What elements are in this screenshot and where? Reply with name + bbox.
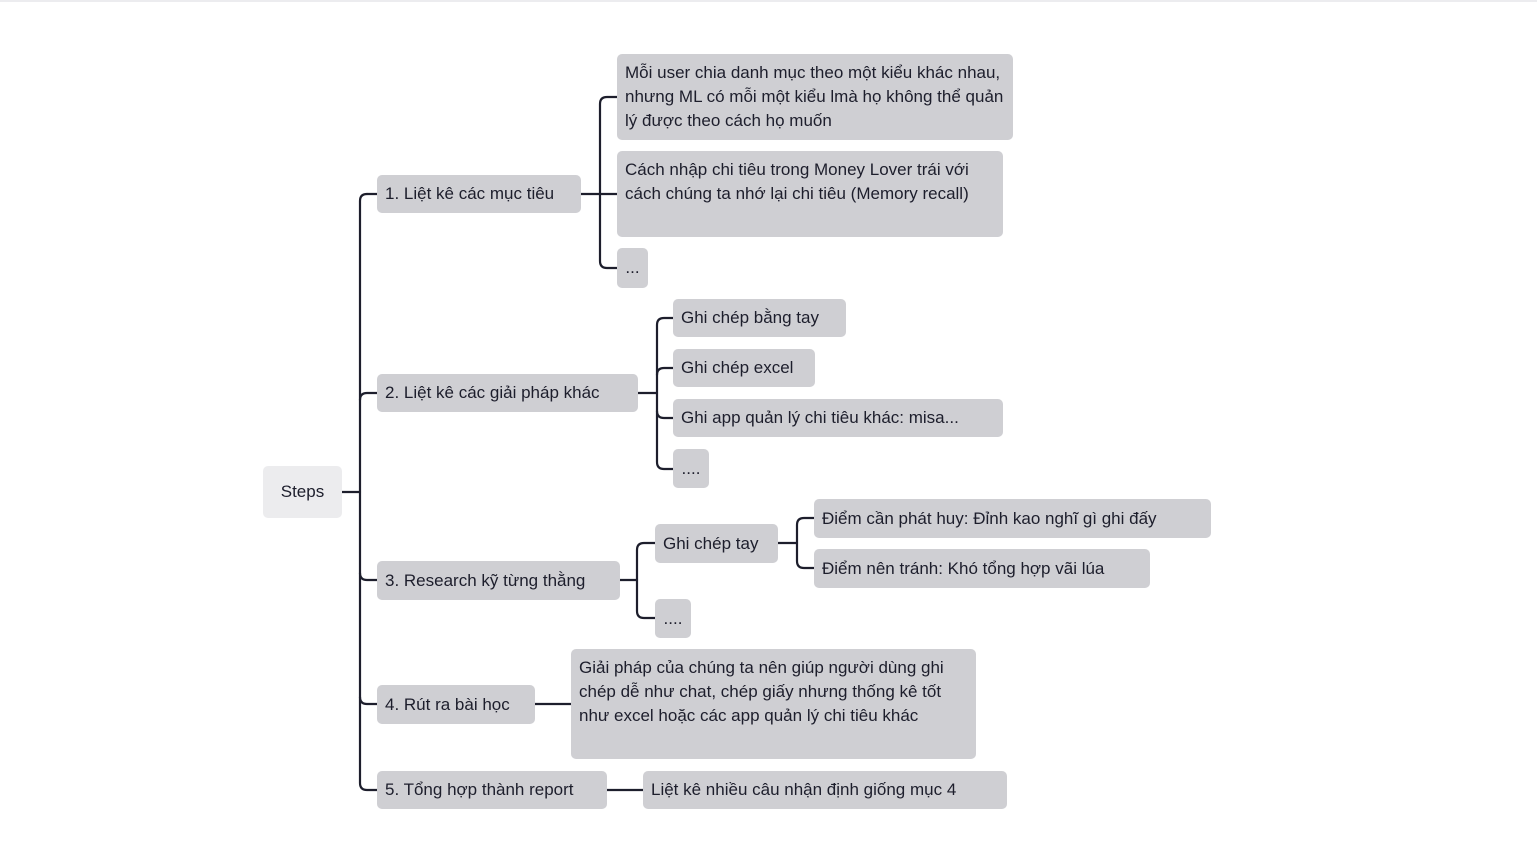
connector-step1-trunk (598, 95, 619, 270)
node-step1-child1-label: Mỗi user chia danh mục theo một kiểu khá… (625, 63, 1004, 130)
node-step2-child4-label: .... (681, 458, 701, 478)
connector-trunk-main (358, 192, 379, 792)
node-step3-child1[interactable]: Ghi chép tay (655, 524, 778, 563)
connector-step2-trunk (655, 316, 675, 471)
node-step4-child1-label: Giải pháp của chúng ta nên giúp người dù… (579, 658, 944, 725)
node-step3[interactable]: 3. Research kỹ từng thằng (377, 561, 620, 600)
node-step1-label: 1. Liệt kê các mục tiêu (385, 184, 555, 203)
node-step2-child2-label: Ghi chép excel (681, 358, 794, 377)
node-step5-child1[interactable]: Liệt kê nhiều câu nhận định giống mục 4 (643, 771, 1007, 809)
node-step1[interactable]: 1. Liệt kê các mục tiêu (377, 175, 581, 213)
node-step2-child1[interactable]: Ghi chép bằng tay (673, 299, 846, 337)
top-divider (0, 0, 1537, 2)
connector-step3-trunk (635, 541, 657, 620)
node-step4[interactable]: 4. Rút ra bài học (377, 685, 535, 724)
connector-to-step3 (358, 571, 379, 582)
node-step2[interactable]: 2. Liệt kê các giải pháp khác (377, 374, 638, 412)
connector-to-step2 (358, 391, 379, 402)
node-step3-grandchild2[interactable]: Điểm nên tránh: Khó tổng hợp vãi lúa (814, 549, 1150, 588)
root-node-steps[interactable]: Steps (263, 466, 342, 518)
node-step1-child1[interactable]: Mỗi user chia danh mục theo một kiểu khá… (617, 54, 1013, 140)
connector-to-step4 (358, 695, 379, 706)
node-step1-child3[interactable]: ... (617, 248, 648, 288)
node-step3-grandchild1[interactable]: Điểm cần phát huy: Đỉnh kao nghĩ gì ghi … (814, 499, 1211, 538)
connector-step2-b (655, 366, 675, 377)
node-step2-child2[interactable]: Ghi chép excel (673, 349, 815, 387)
node-step3-child1-label: Ghi chép tay (663, 533, 759, 553)
node-step3-grandchild1-label: Điểm cần phát huy: Đỉnh kao nghĩ gì ghi … (822, 508, 1157, 528)
node-step1-child3-label: ... (625, 258, 640, 277)
node-step3-child2-label: .... (663, 608, 683, 628)
node-step1-child2-label: Cách nhập chi tiêu trong Money Lover trá… (625, 160, 969, 203)
node-step5-label: 5. Tổng hợp thành report (385, 780, 574, 799)
root-label: Steps (280, 482, 325, 501)
node-step2-child3[interactable]: Ghi app quản lý chi tiêu khác: misa... (673, 399, 1003, 437)
node-step4-label: 4. Rút ra bài học (385, 694, 510, 714)
node-step1-child2[interactable]: Cách nhập chi tiêu trong Money Lover trá… (617, 151, 1003, 237)
node-step2-label: 2. Liệt kê các giải pháp khác (385, 383, 600, 402)
node-step2-child3-label: Ghi app quản lý chi tiêu khác: misa... (681, 408, 959, 427)
node-step4-child1[interactable]: Giải pháp của chúng ta nên giúp người dù… (571, 649, 976, 759)
node-step5-child1-label: Liệt kê nhiều câu nhận định giống mục 4 (651, 780, 957, 799)
node-step2-child1-label: Ghi chép bằng tay (681, 308, 819, 327)
node-step3-grandchild2-label: Điểm nên tránh: Khó tổng hợp vãi lúa (822, 558, 1105, 578)
node-step5[interactable]: 5. Tổng hợp thành report (377, 771, 607, 809)
node-step3-label: 3. Research kỹ từng thằng (385, 570, 586, 590)
connector-ghichep-trunk (795, 516, 816, 570)
node-step2-child4[interactable]: .... (673, 449, 709, 488)
connector-step2-c (655, 409, 675, 420)
node-step3-child2[interactable]: .... (655, 599, 691, 638)
